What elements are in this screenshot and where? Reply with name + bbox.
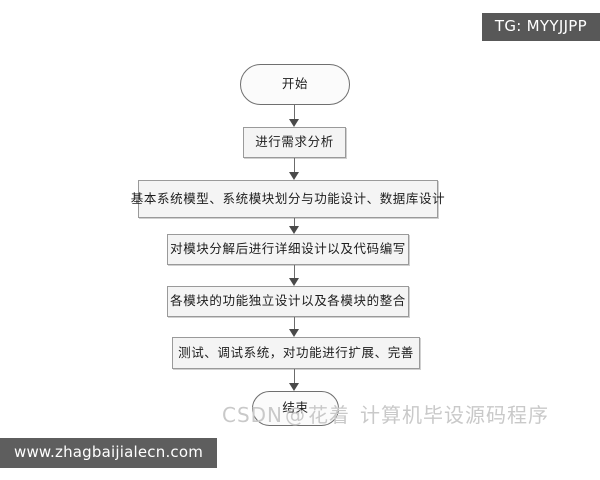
arrowhead-icon <box>289 172 299 180</box>
flow-node-system-model[interactable]: 基本系统模型、系统模块划分与功能设计、数据库设计 <box>131 180 445 218</box>
flow-node-end[interactable]: 结束 <box>252 391 339 426</box>
arrowhead-icon <box>289 119 299 127</box>
telegram-tag-badge: TG: MYYJJPP <box>481 13 600 41</box>
flow-node-label: 基本系统模型、系统模块划分与功能设计、数据库设计 <box>130 190 446 206</box>
flow-node-label: 进行需求分析 <box>255 134 334 150</box>
connector-model-to-detail <box>294 218 295 226</box>
flow-node-label: 结束 <box>282 400 309 416</box>
connector-module-to-test <box>294 317 295 329</box>
connector-start-to-req <box>294 105 295 119</box>
flow-node-label: 各模块的功能独立设计以及各模块的整合 <box>170 293 406 309</box>
arrowhead-icon <box>289 383 299 391</box>
connector-req-to-model <box>294 158 295 172</box>
site-url-banner: www.zhagbaijialecn.com <box>0 438 218 468</box>
flow-node-start[interactable]: 开始 <box>240 64 350 105</box>
connector-test-to-end <box>294 369 295 383</box>
flow-node-label: 开始 <box>281 76 309 92</box>
flow-node-module-integration[interactable]: 各模块的功能独立设计以及各模块的整合 <box>167 286 409 317</box>
flow-node-testing[interactable]: 测试、调试系统，对功能进行扩展、完善 <box>172 337 420 369</box>
flow-node-detailed-design[interactable]: 对模块分解后进行详细设计以及代码编写 <box>167 234 409 265</box>
arrowhead-icon <box>289 226 299 234</box>
flow-node-requirements[interactable]: 进行需求分析 <box>243 127 346 158</box>
flow-node-label: 对模块分解后进行详细设计以及代码编写 <box>170 241 406 257</box>
connector-detail-to-module <box>294 265 295 278</box>
flow-node-label: 测试、调试系统，对功能进行扩展、完善 <box>178 344 414 360</box>
arrowhead-icon <box>289 278 299 286</box>
arrowhead-icon <box>289 329 299 337</box>
